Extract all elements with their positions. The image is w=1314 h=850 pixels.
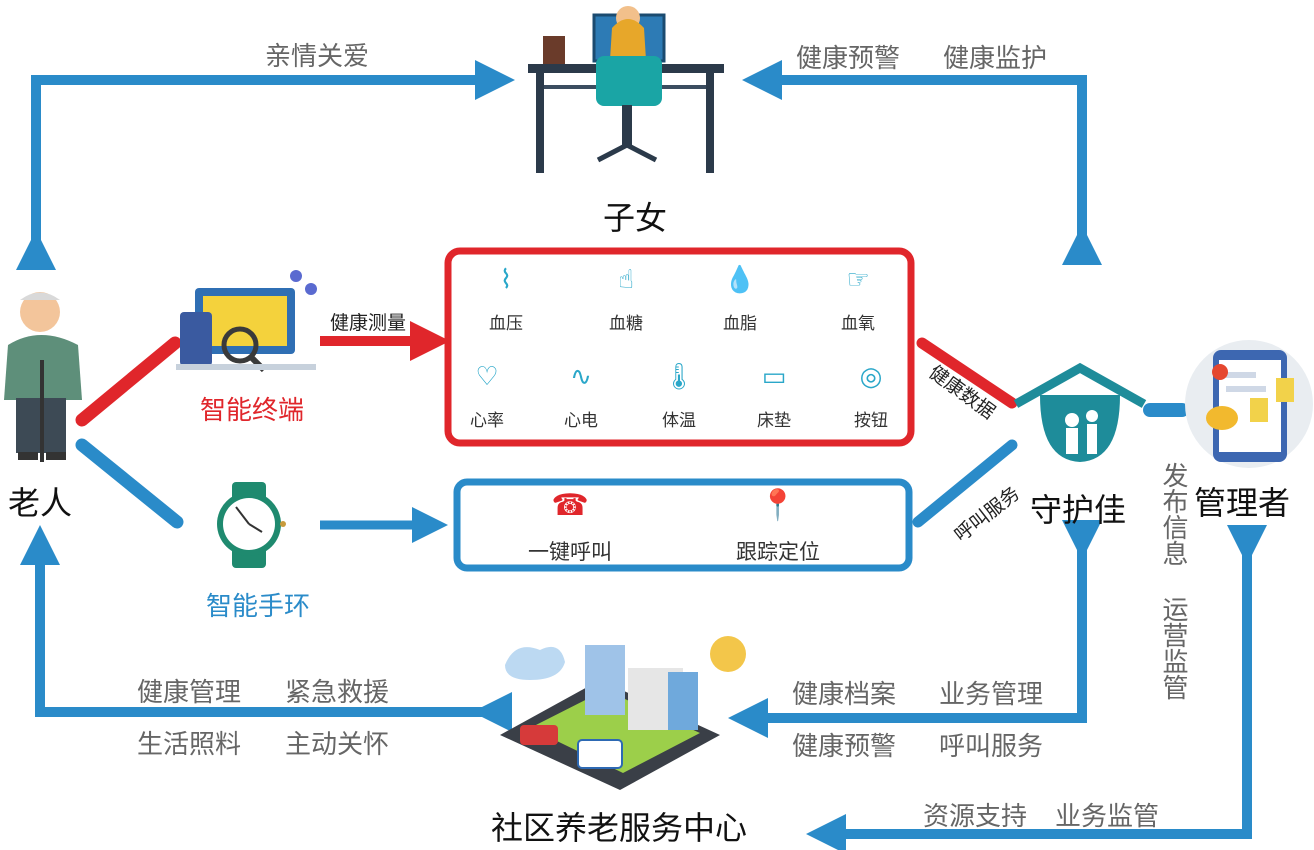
measurement-label: 心率 <box>470 411 504 431</box>
node-bracelet: 智能手环 <box>206 592 311 622</box>
watch-illustration <box>217 482 286 568</box>
link-measure-guardian <box>916 337 1018 409</box>
bracelet-function-label: 跟踪定位 <box>736 540 820 564</box>
node-manager: 管理者 <box>1194 484 1291 522</box>
blood-pressure-icon: ⌇ <box>499 265 513 295</box>
manager-illustration <box>1185 340 1313 468</box>
measurement-label: 血脂 <box>723 314 757 334</box>
measurement-label: 体温 <box>662 411 696 431</box>
children-illustration <box>528 6 724 173</box>
blood-oxygen-icon: ☞ <box>846 265 870 295</box>
measurement-label: 血氧 <box>841 314 875 334</box>
service-right-4: 呼叫服务 <box>939 732 1044 762</box>
node-guardian: 守护佳 <box>1030 491 1127 529</box>
service-right-3: 健康预警 <box>792 732 897 762</box>
location-pin-icon: 📍 <box>759 488 797 523</box>
node-terminal: 智能终端 <box>200 396 305 426</box>
community-illustration <box>500 636 746 790</box>
label-health-warning-top: 健康预警 <box>796 44 901 74</box>
measurement-label: 血糖 <box>609 314 643 334</box>
blood-sugar-icon: ☝ <box>618 265 634 295</box>
measurement-label: 按钮 <box>854 411 888 431</box>
node-children: 子女 <box>603 199 668 237</box>
label-health-monitor: 健康监护 <box>943 44 1048 74</box>
terminal-illustration <box>176 270 317 373</box>
guardian-logo <box>1013 362 1147 462</box>
measurement-label: 血压 <box>489 314 523 334</box>
arrow-guardian-children <box>742 60 1102 265</box>
telephone-icon: ☎ <box>551 488 589 523</box>
arrow-elderly-children <box>16 60 515 270</box>
ecg-icon: ∿ <box>570 362 592 392</box>
arrow-manager-community <box>806 525 1267 850</box>
node-elderly: 老人 <box>8 484 73 522</box>
label-resource-support: 资源支持 <box>923 802 1028 832</box>
thermometer-icon: 🌡 <box>662 362 696 392</box>
bracelet-function-label: 一键呼叫 <box>528 540 612 564</box>
link-call-guardian <box>912 439 1018 528</box>
label-publish-info: 发布信息 <box>1158 462 1188 566</box>
service-right-2: 业务管理 <box>939 680 1044 710</box>
blood-lipid-icon: 💧 <box>723 265 757 295</box>
button-icon: ◎ <box>859 362 883 392</box>
label-business-supervise: 业务监管 <box>1055 802 1160 832</box>
measurement-box <box>444 247 915 447</box>
measurement-label: 心电 <box>564 411 598 431</box>
measurement-label: 床垫 <box>757 411 791 431</box>
label-operation-supervise: 运营监管 <box>1158 596 1188 700</box>
elderly-illustration <box>4 292 82 462</box>
service-right-1: 健康档案 <box>792 680 897 710</box>
node-community: 社区养老服务中心 <box>491 809 748 847</box>
mattress-icon: ▭ <box>761 362 787 392</box>
bracelet-function-box <box>453 478 913 572</box>
service-left-4: 主动关怀 <box>285 730 390 760</box>
service-left-1: 健康管理 <box>137 678 242 708</box>
label-family-care: 亲情关爱 <box>265 42 370 72</box>
arrow-community-elderly <box>20 525 512 732</box>
service-left-2: 紧急救援 <box>285 678 390 708</box>
label-health-measure: 健康测量 <box>330 312 407 334</box>
heart-rate-icon: ♡ <box>475 362 499 392</box>
link-elderly-terminal <box>75 336 182 427</box>
service-left-3: 生活照料 <box>137 730 242 760</box>
link-elderly-bracelet <box>75 438 184 529</box>
